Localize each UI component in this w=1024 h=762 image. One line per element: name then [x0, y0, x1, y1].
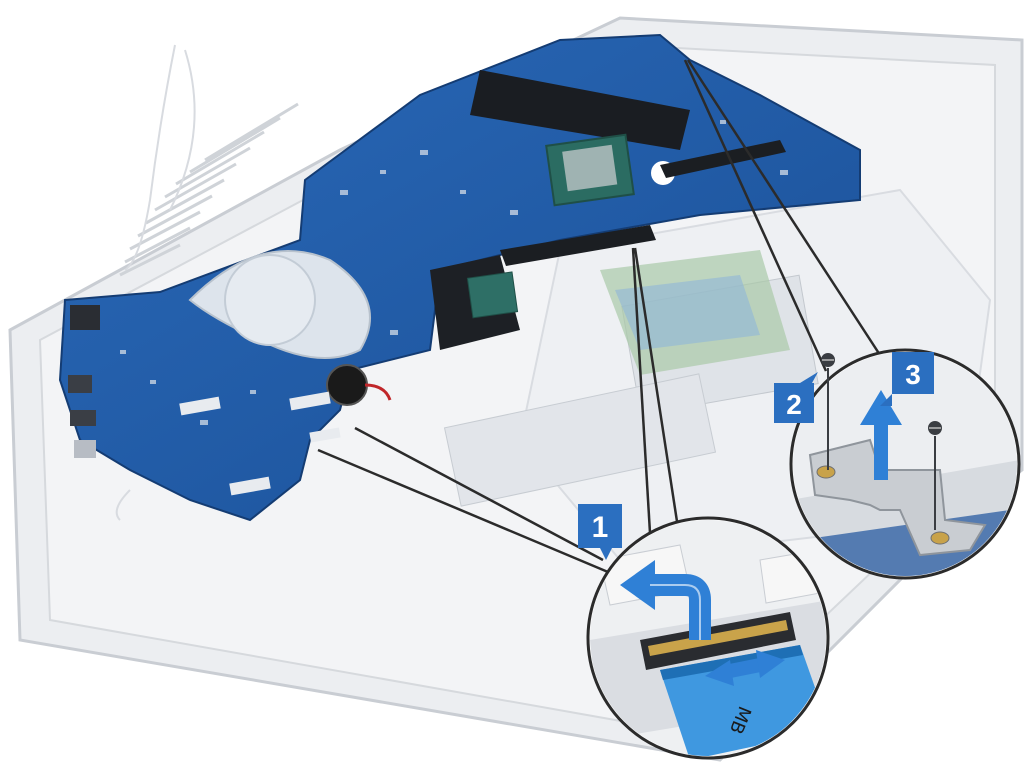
board-connector: [289, 391, 331, 411]
board-connector: [179, 396, 221, 416]
step-number: 1: [592, 511, 609, 544]
touchpad-cable-connector: [309, 427, 341, 443]
screw-hole: [930, 531, 950, 545]
antenna-wires: [115, 44, 196, 521]
step-number: 2: [786, 389, 802, 420]
memory-slot: [500, 225, 656, 266]
screw-icon: [928, 421, 942, 530]
screw-hole: [816, 465, 836, 479]
memory-slot: [660, 140, 786, 178]
curved-arrow-icon: [620, 560, 711, 640]
usb-port: [68, 375, 92, 393]
motherboard: [58, 33, 861, 522]
step-badge-2: 2: [774, 372, 818, 423]
usb-c-port: [70, 410, 96, 426]
ethernet-port: [70, 305, 100, 330]
chassis-vents: [119, 102, 299, 277]
double-arrow-icon: [705, 650, 785, 686]
up-arrow-icon: [860, 390, 902, 480]
step-number: 3: [905, 359, 921, 390]
metal-bracket: [808, 438, 987, 557]
step-badge-3: 3: [880, 352, 934, 406]
sim-slot: [74, 440, 96, 458]
coin-cell-battery: [326, 364, 368, 406]
screw-icon: [821, 353, 835, 470]
touchpad-board: [600, 250, 790, 375]
callout-leader-lines: [317, 59, 882, 574]
step-badge-1: 1: [578, 504, 622, 560]
board-connector: [229, 476, 271, 496]
zoom-inset-cable-connector: MB: [586, 516, 830, 760]
zoom-inset-bracket: [789, 348, 1021, 580]
